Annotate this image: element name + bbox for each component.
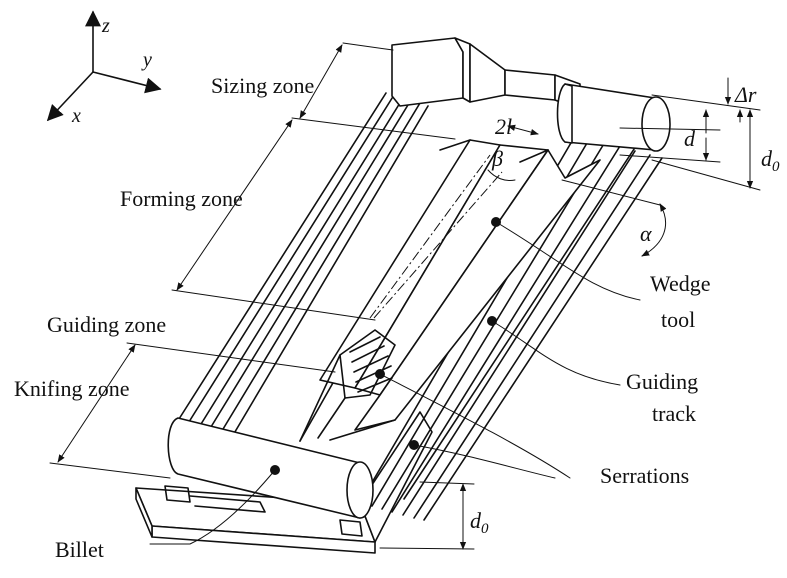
two-l-label: 2l xyxy=(495,114,512,139)
guiding-track-label-2: track xyxy=(652,401,696,426)
z-axis-label: z xyxy=(101,15,110,37)
sizing-zone-label: Sizing zone xyxy=(211,73,314,98)
coordinate-axes: z y x xyxy=(46,10,162,127)
knifing-zone-label: Knifing zone xyxy=(14,376,129,401)
billet-label: Billet xyxy=(55,537,104,562)
x-axis xyxy=(46,71,94,122)
wedge-tool xyxy=(299,139,601,442)
billet xyxy=(167,417,374,519)
guiding-track-label-1: Guiding xyxy=(626,369,698,394)
y-axis-label: y xyxy=(141,49,152,71)
rails xyxy=(171,92,663,521)
serrations-label: Serrations xyxy=(600,463,689,488)
forming-zone-label: Forming zone xyxy=(120,186,243,211)
diameter-dimensions xyxy=(487,77,761,257)
beta-label: β xyxy=(491,146,503,171)
d0-top-label: d0 xyxy=(761,146,780,175)
base-thickness-dimension xyxy=(379,481,475,550)
d0-base-label: d0 xyxy=(470,508,489,537)
y-axis xyxy=(92,71,162,94)
leader-lines xyxy=(149,221,641,545)
wedge-tool-label-2: tool xyxy=(661,307,695,332)
delta-r-label: Δr xyxy=(734,82,757,107)
zone-dimension-lines xyxy=(49,42,456,479)
rolled-workpiece xyxy=(391,37,671,152)
alpha-label: α xyxy=(640,221,652,246)
wedge-tool-label-1: Wedge xyxy=(650,271,711,296)
d-label: d xyxy=(684,126,696,151)
guiding-zone-label: Guiding zone xyxy=(47,312,166,337)
x-axis-label: x xyxy=(71,105,81,127)
